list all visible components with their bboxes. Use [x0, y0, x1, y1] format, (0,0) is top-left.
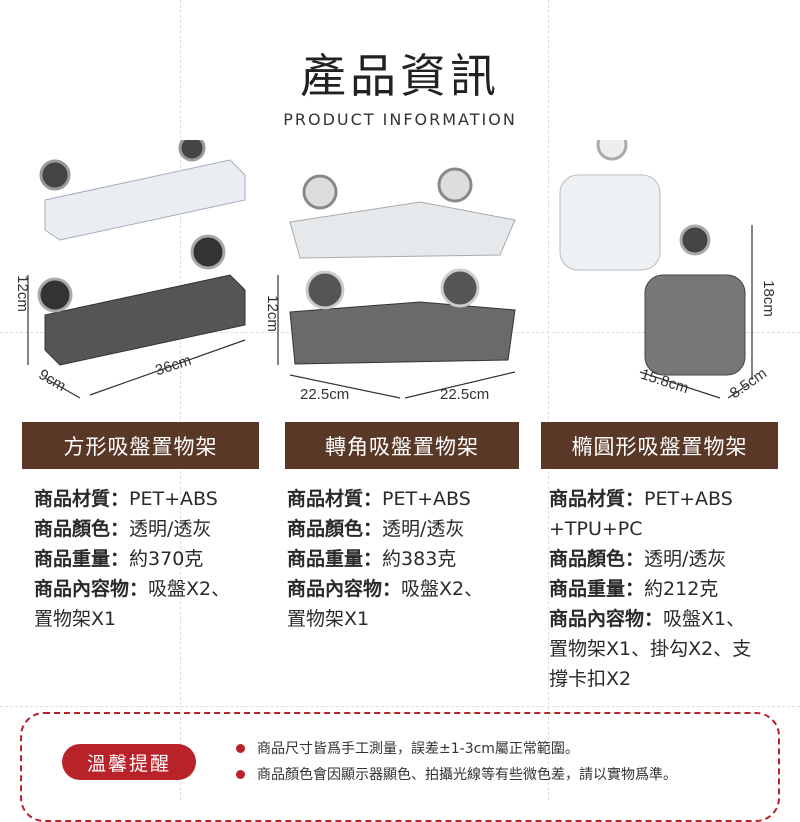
- page-subtitle: PRODUCT INFORMATION: [283, 110, 517, 129]
- bullet-icon: [236, 769, 245, 779]
- spec-row: 商品顏色：透明/透灰: [549, 548, 727, 570]
- spec-row: 商品重量：約383克: [287, 548, 457, 570]
- spec-row: 商品重量：約212克: [549, 578, 719, 600]
- product-header-corner: 轉角吸盤置物架: [285, 422, 519, 469]
- dimension-lines: [27, 225, 753, 399]
- dimension-label: 22.5cm: [300, 386, 350, 403]
- spec-row: 商品材質：PET+ABS: [287, 488, 471, 510]
- product-header-oval: 橢圓形吸盤置物架: [541, 422, 778, 469]
- spec-row: 商品內容物：吸盤X2、: [34, 578, 231, 600]
- spec-row: +TPU+PC: [549, 518, 643, 540]
- dimension-label: 22.5cm: [440, 386, 490, 403]
- dimension-label: 18cm: [759, 280, 777, 317]
- spec-row: 撐卡扣X2: [549, 668, 632, 690]
- dimension-label: 12cm: [13, 275, 31, 312]
- oval-shelf-image: [559, 140, 746, 376]
- spec-row: 置物架X1、掛勾X2、支: [549, 638, 752, 660]
- spec-list-oval: 商品材質：PET+ABS +TPU+PC 商品顏色：透明/透灰 商品重量：約21…: [549, 484, 751, 694]
- spec-row: 商品材質：PET+ABS: [549, 488, 733, 510]
- spec-row: 置物架X1: [34, 608, 117, 630]
- spec-list-square: 商品材質：PET+ABS 商品顏色：透明/透灰 商品重量：約370克 商品內容物…: [34, 484, 230, 634]
- notice-badge: 溫馨提醒: [62, 744, 196, 780]
- page-title: 產品資訊: [300, 49, 500, 103]
- spec-row: 商品重量：約370克: [34, 548, 204, 570]
- spec-row: 商品材質：PET+ABS: [34, 488, 218, 510]
- spec-row: 商品內容物：吸盤X1、: [549, 608, 746, 630]
- dimension-label: 12cm: [263, 295, 281, 332]
- guide-line: [180, 0, 181, 800]
- product-header-square: 方形吸盤置物架: [22, 422, 259, 469]
- spec-row: 商品顏色：透明/透灰: [34, 518, 212, 540]
- guide-line: [0, 706, 800, 707]
- notice-item: 商品顏色會因顯示器顯色、拍攝光線等有些微色差，請以實物爲準。: [236, 764, 677, 784]
- spec-list-corner: 商品材質：PET+ABS 商品顏色：透明/透灰 商品重量：約383克 商品內容物…: [287, 484, 483, 634]
- spec-row: 商品內容物：吸盤X2、: [287, 578, 484, 600]
- notice-item: 商品尺寸皆爲手工測量，誤差±1-3cm屬正常範圍。: [236, 738, 579, 758]
- square-shelf-image: [37, 140, 246, 366]
- guide-line: [548, 0, 549, 800]
- bullet-icon: [236, 743, 245, 753]
- spec-row: 商品顏色：透明/透灰: [287, 518, 465, 540]
- corner-shelf-image: [289, 167, 516, 365]
- product-images: [27, 140, 753, 399]
- spec-row: 置物架X1: [287, 608, 370, 630]
